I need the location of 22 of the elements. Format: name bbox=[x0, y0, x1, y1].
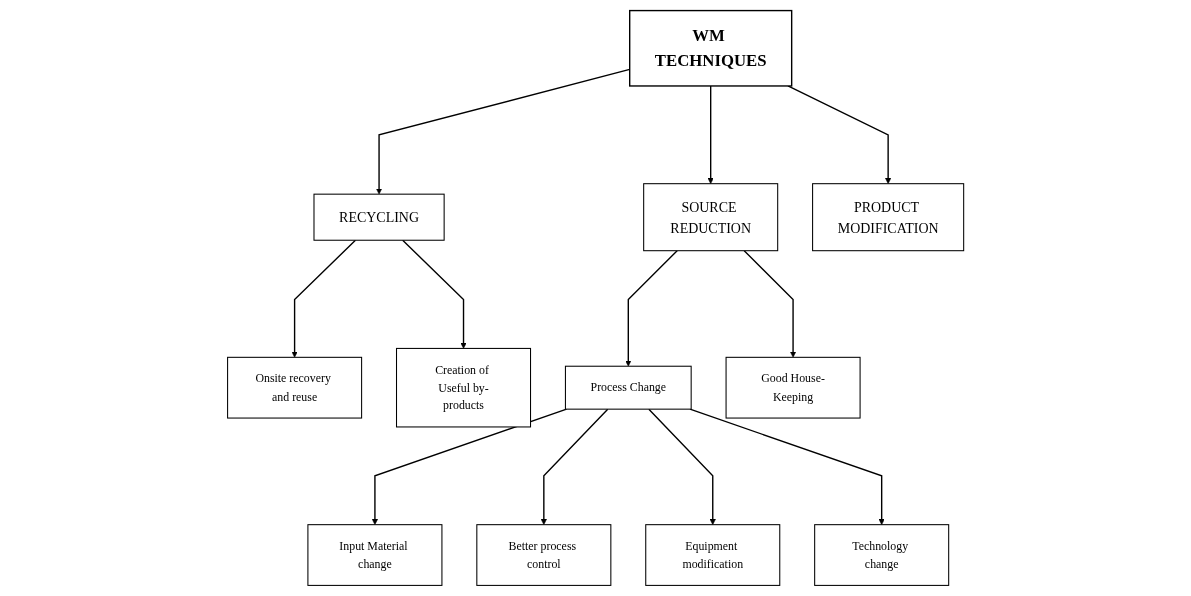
arrow bbox=[291, 239, 356, 358]
node-box: Better process control bbox=[476, 524, 612, 586]
arrow bbox=[787, 85, 892, 184]
arrow bbox=[707, 85, 714, 184]
node-box: Process Change bbox=[564, 365, 692, 410]
node-box: Good House-Keeping bbox=[725, 356, 861, 419]
arrow bbox=[401, 239, 467, 349]
node-box: SOURCE REDUCTION bbox=[643, 183, 779, 252]
node-box: WM TECHNIQUES bbox=[628, 9, 793, 87]
arrow bbox=[625, 250, 678, 367]
node-box: Onsite recovery and reuse bbox=[226, 356, 362, 419]
node-box: PRODUCT MODIFICATION bbox=[811, 183, 965, 252]
node-box: Input Material change bbox=[307, 524, 443, 586]
arrow bbox=[371, 408, 568, 525]
node-box: Technology change bbox=[814, 524, 950, 586]
arrow bbox=[648, 408, 716, 525]
node-box: Equipment modification bbox=[645, 524, 781, 586]
node-box: RECYCLING bbox=[313, 193, 445, 241]
arrow bbox=[540, 408, 609, 525]
node-box: Creation of Useful by-products bbox=[395, 347, 531, 428]
arrow bbox=[743, 250, 796, 358]
arrow bbox=[689, 408, 885, 525]
